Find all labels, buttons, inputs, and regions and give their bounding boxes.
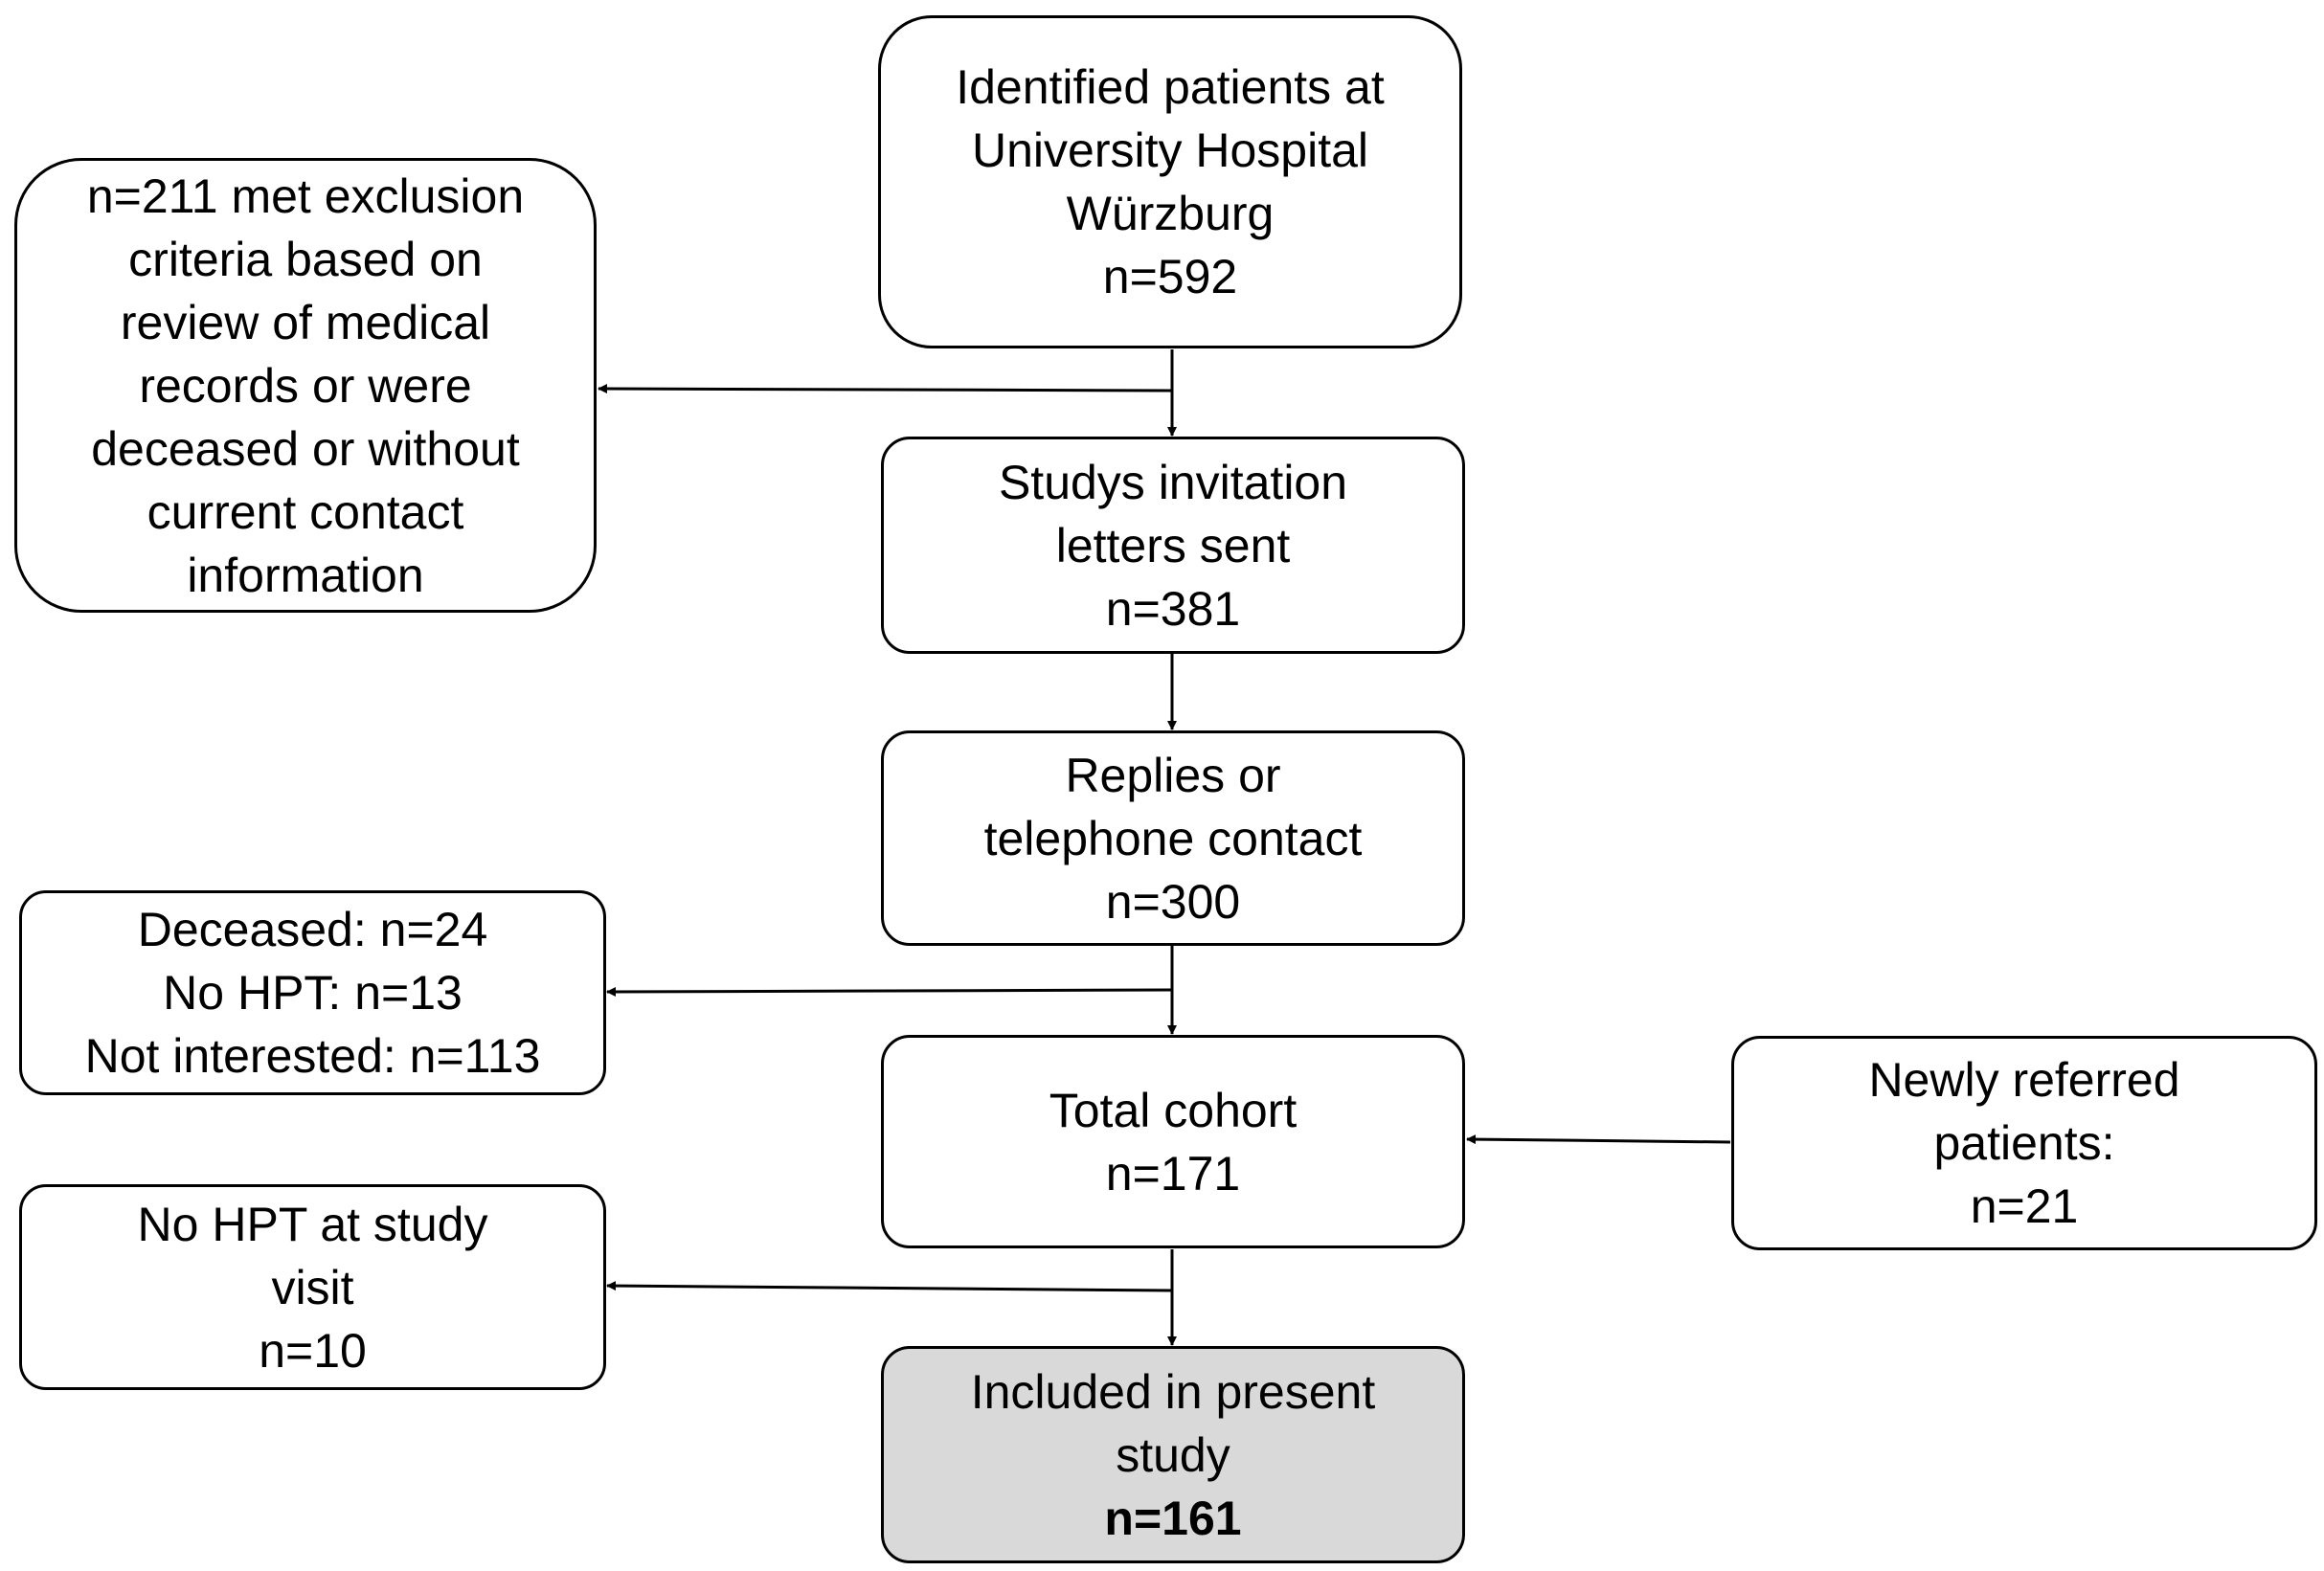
replies-box: Replies or telephone contact n=300 (881, 730, 1465, 946)
box-line: records or were (139, 358, 472, 413)
excluded-records-box: n=211 met exclusion criteria based on re… (14, 158, 597, 613)
identified-patients-box: Identified patients at University Hospit… (878, 15, 1462, 348)
box-line: letters sent (1055, 518, 1291, 572)
box-line: No HPT: n=13 (163, 966, 463, 1020)
box-line: deceased or without (91, 421, 520, 476)
box-line: n=211 met exclusion (86, 168, 525, 223)
box-line: current contact (147, 484, 464, 539)
arrow-to-no-hpt-visit (606, 1281, 1173, 1292)
box-line: n=592 (1102, 250, 1238, 303)
arrow-to-dropouts (606, 986, 1173, 997)
box-line: telephone contact (983, 811, 1363, 865)
box-line: n=10 (259, 1323, 367, 1378)
box-line: n=21 (1970, 1179, 2079, 1233)
box-line: Studys invitation (998, 455, 1348, 509)
box-line: visit (271, 1260, 354, 1314)
box-line: Total cohort (1049, 1083, 1297, 1137)
included-count: n=161 (1104, 1491, 1242, 1545)
box-line: review of medical (120, 295, 491, 349)
box-line: Identified patients at (956, 60, 1385, 114)
box-line: n=381 (1105, 581, 1241, 636)
box-line: Included in present (970, 1364, 1376, 1419)
box-line: Replies or (1065, 748, 1281, 802)
box-line: study (1116, 1427, 1230, 1482)
box-line: n=300 (1105, 874, 1241, 929)
box-line: No HPT at study (137, 1197, 488, 1251)
total-cohort-box: Total cohort n=171 (881, 1035, 1465, 1248)
included-box: Included in present study n=161 (881, 1346, 1465, 1563)
box-line: Not interested: n=113 (84, 1029, 541, 1083)
box-line: criteria based on (128, 232, 483, 286)
dropouts-box: Deceased: n=24 No HPT: n=13 Not interest… (19, 890, 606, 1095)
arrow-to-excluded-records (598, 384, 1173, 394)
box-line: information (187, 548, 424, 602)
invitations-box: Studys invitation letters sent n=381 (881, 437, 1465, 654)
box-line: Würzburg (1066, 187, 1275, 240)
newly-referred-box: Newly referred patients: n=21 (1731, 1036, 2317, 1250)
box-line: patients: (1933, 1116, 2115, 1170)
box-line: Deceased: n=24 (137, 903, 488, 956)
box-line: Newly referred (1868, 1053, 2180, 1107)
no-hpt-visit-box: No HPT at study visit n=10 (19, 1184, 606, 1390)
box-line: University Hospital (971, 123, 1368, 177)
box-line: n=171 (1105, 1146, 1241, 1201)
arrow-newly-referred-to-total-cohort (1466, 1134, 1731, 1145)
